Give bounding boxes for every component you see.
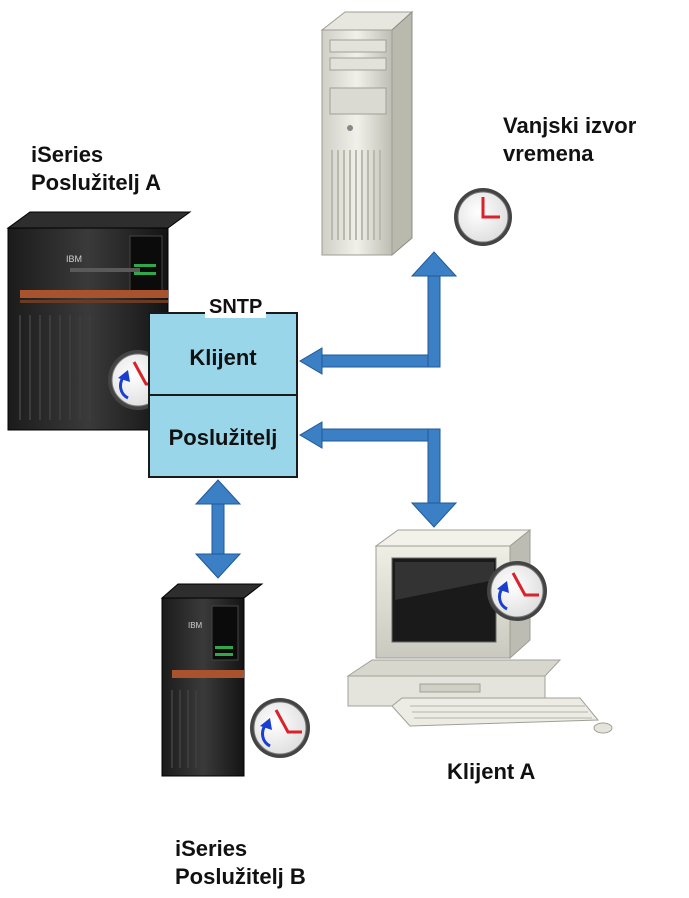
- server-b-label-line2: Poslužitelj B: [175, 864, 306, 889]
- server-a-label-line1: iSeries: [31, 142, 104, 167]
- server-b-label-line1: iSeries: [175, 836, 248, 861]
- arrow-server-to-client-a: [299, 421, 458, 528]
- external-source-label-line1: Vanjski izvor: [503, 113, 637, 138]
- arrow-server-a-to-server-b: [194, 479, 242, 579]
- workstation-icon: [346, 528, 613, 734]
- clock-icon: [454, 188, 512, 246]
- sync-clock-icon: [250, 698, 310, 758]
- external-source-label-line2: vremena: [503, 141, 594, 166]
- vendor-logo: IBM: [188, 621, 203, 630]
- tower-pc-icon: [320, 10, 414, 257]
- sntp-server-label: Poslužitelj: [168, 425, 278, 450]
- sntp-client-label: Klijent: [189, 345, 257, 370]
- client-a-label: Klijent A: [447, 759, 536, 784]
- server-a-label-line2: Poslužitelj A: [31, 170, 161, 195]
- sync-clock-icon: [487, 561, 547, 621]
- arrow-client-to-external: [299, 251, 458, 375]
- sntp-box: [148, 312, 298, 478]
- sntp-title: SNTP: [205, 296, 267, 318]
- server-icon: IBM: [160, 583, 264, 777]
- vendor-logo: IBM: [66, 254, 82, 264]
- sntp-divider: [150, 394, 296, 396]
